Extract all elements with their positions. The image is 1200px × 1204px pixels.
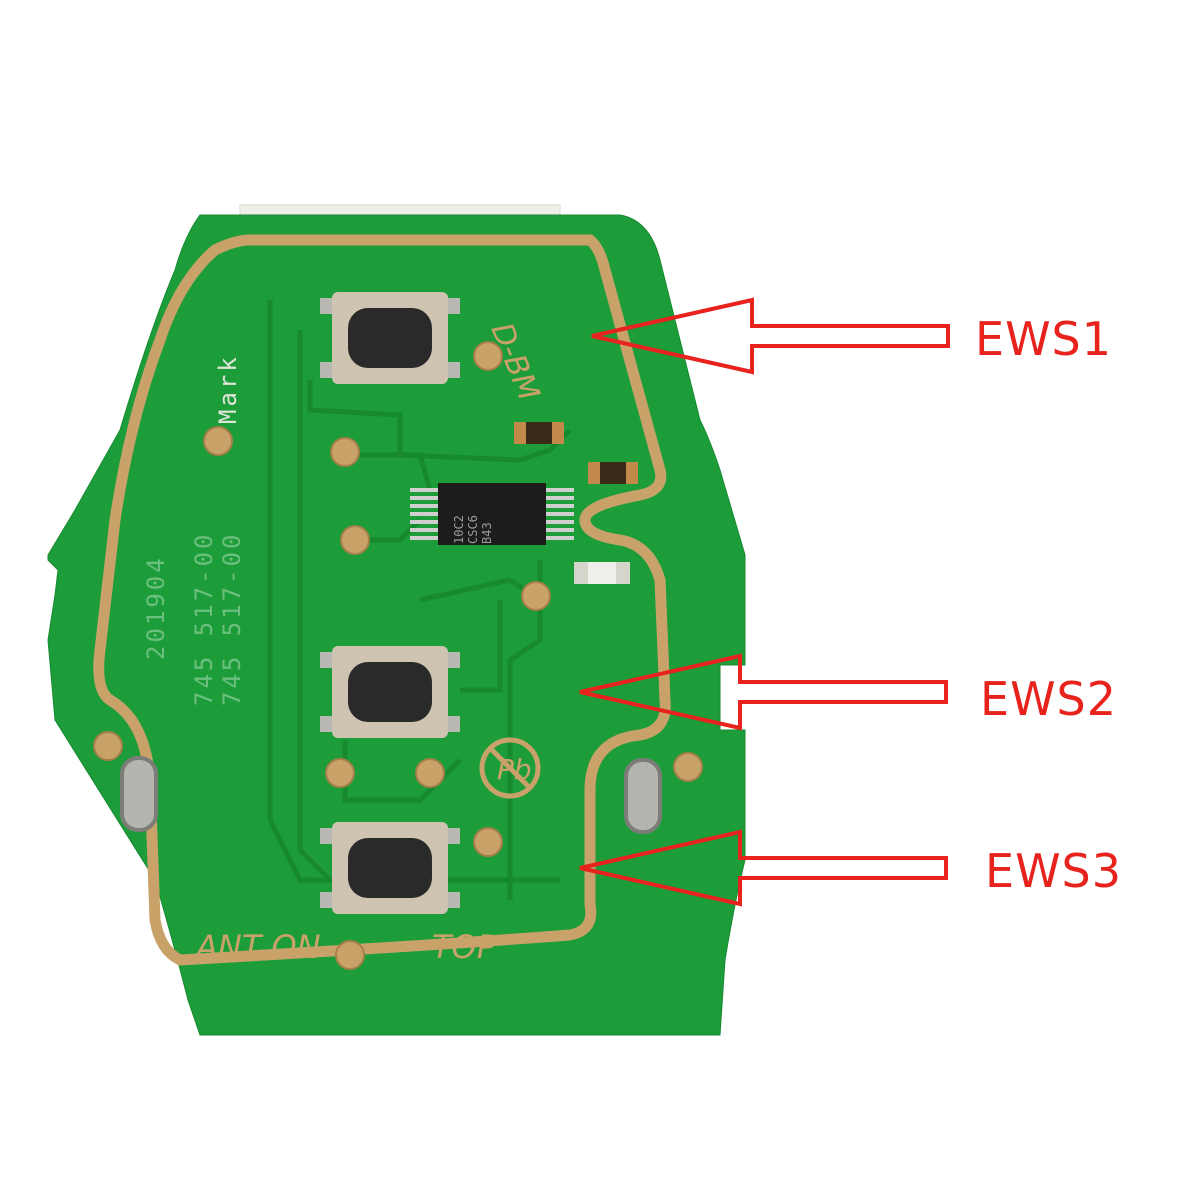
callout-label-ews2: EWS2 <box>980 672 1118 726</box>
tactile-switch <box>320 822 460 914</box>
solder-pads <box>93 341 703 970</box>
ic-chip <box>410 483 574 545</box>
tactile-switch <box>320 646 460 738</box>
battery-contacts <box>120 756 662 834</box>
tactile-switch <box>320 292 460 384</box>
lead-free-pb-icon: Pb <box>479 737 541 799</box>
top-text: TOP <box>432 928 497 966</box>
arrow-ews1 <box>591 297 950 375</box>
arrow-ews3 <box>579 829 948 907</box>
callout-label-ews3: EWS3 <box>985 844 1123 898</box>
tactile-switches <box>320 292 460 914</box>
pcb-board <box>47 214 746 1036</box>
smd-components <box>514 422 638 584</box>
callout-label-ews1: EWS1 <box>975 312 1113 366</box>
svg-text:Pb: Pb <box>497 753 532 786</box>
arrow-ews2 <box>579 653 948 731</box>
ant-on-text: ANT ON <box>196 928 321 966</box>
antenna-trace <box>93 234 671 966</box>
